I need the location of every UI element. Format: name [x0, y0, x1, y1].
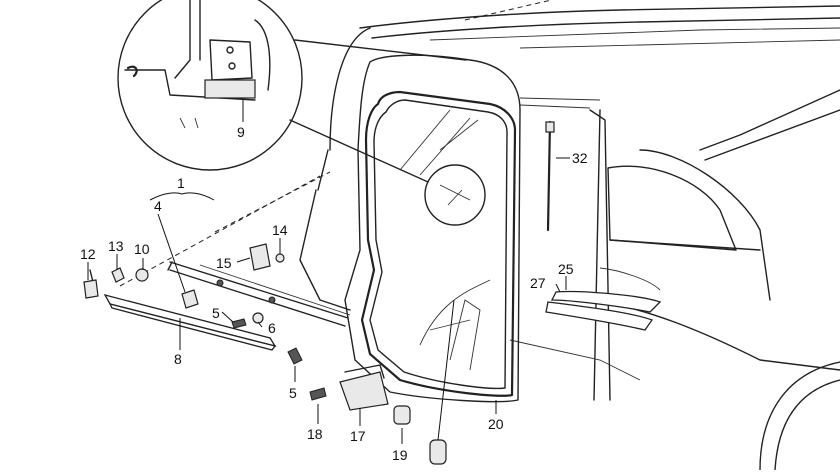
- callout-1: 1: [177, 175, 185, 191]
- small-parts: [83, 120, 662, 465]
- callout-32: 32: [572, 150, 588, 166]
- callout-12: 12: [80, 246, 96, 262]
- callout-5: 5: [212, 305, 220, 321]
- callout-18: 18: [307, 426, 323, 442]
- callout-27: 27: [530, 275, 546, 291]
- callout-6: 6: [268, 320, 276, 336]
- sill-trim: [89, 261, 351, 351]
- callout-5: 5: [289, 385, 297, 401]
- callout-13: 13: [108, 238, 124, 254]
- callout-17: 17: [350, 428, 366, 444]
- leader-lines: [87, 100, 570, 444]
- callout-19: 19: [392, 447, 408, 463]
- detail-magnifier: [117, 0, 467, 183]
- callout-8: 8: [174, 351, 182, 367]
- callouts: 1 4 5 5 6 8 9 10 12 13 14 15 17 18 19 20…: [80, 124, 588, 463]
- callout-9: 9: [237, 124, 245, 140]
- callout-14: 14: [272, 222, 288, 238]
- van-body: [119, 0, 840, 471]
- callout-20: 20: [488, 416, 504, 432]
- callout-10: 10: [134, 241, 150, 257]
- callout-4: 4: [154, 198, 162, 214]
- callout-25: 25: [558, 261, 574, 277]
- callout-15: 15: [216, 255, 232, 271]
- door-assembly: [344, 54, 521, 403]
